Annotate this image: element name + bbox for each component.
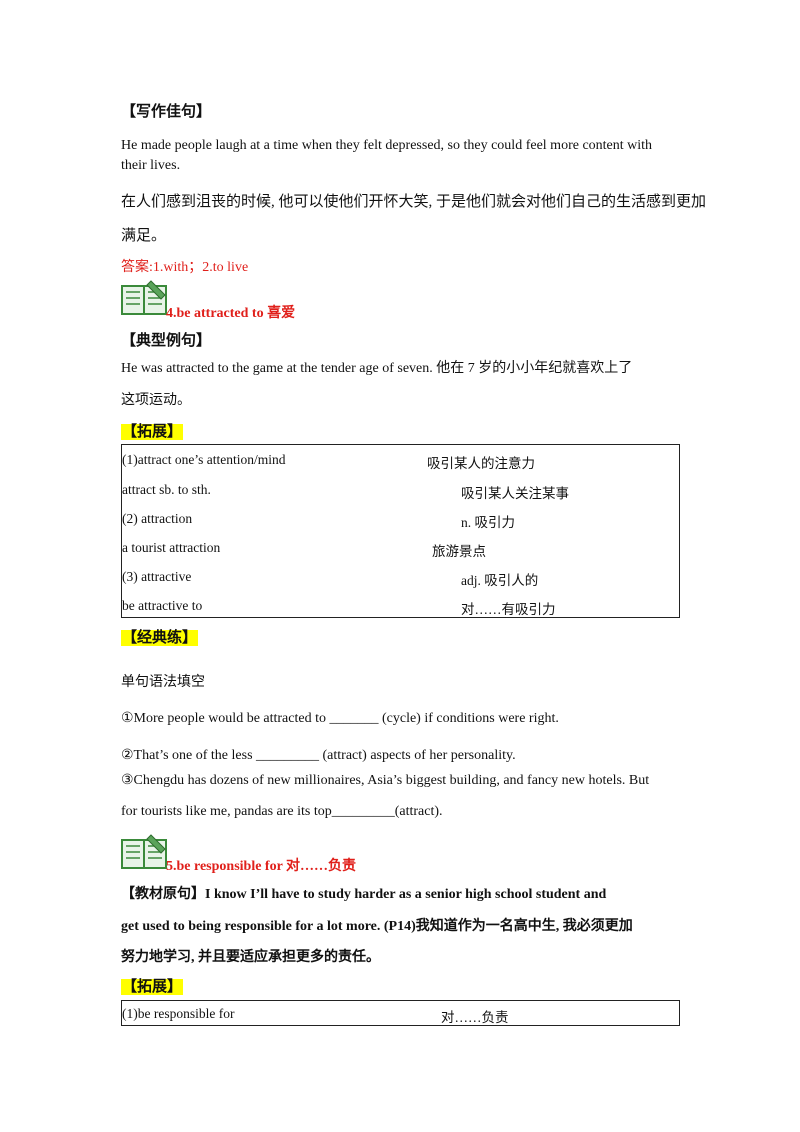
practice-title: 单句语法填空 [121,675,205,690]
example-line1: He was attracted to the game at the tend… [121,361,633,376]
question-3-line1: ③Chengdu has dozens of new millionaires,… [121,773,650,788]
book-pen-icon [121,834,167,869]
table-row-4-en: a tourist attraction [122,540,221,555]
question-2: ②That’s one of the less _________ (attra… [121,748,516,763]
example-line2: 这项运动。 [121,393,191,408]
table-row-3-en: (2) attraction [122,511,193,526]
book-pen-icon [121,280,167,315]
table-row-5-en: (3) attractive [122,569,192,584]
textbook-line1: 【教材原句】I know I’ll have to study harder a… [121,887,607,902]
textbook-line2: get used to being responsible for a lot … [121,919,633,934]
table-row-5-cn: adj. 吸引人的 [461,573,539,588]
table-row-1-cn: 吸引某人的注意力 [427,456,535,471]
table-row-2-en: attract sb. to sth. [122,482,211,497]
question-3-line2: for tourists like me, pandas are its top… [121,804,443,819]
sentence-cn-line2: 满足。 [121,228,167,244]
item5-title: 5.be responsible for 对……负责 [166,859,357,874]
table-row-1-en: (1)attract one’s attention/mind [122,452,286,467]
sentence-cn-line1: 在人们感到沮丧的时候, 他可以使他们开怀大笑, 于是他们就会对他们自己的生活感到… [121,194,707,210]
table-row-3-cn: n. 吸引力 [461,515,515,530]
table-row-6-cn: 对……有吸引力 [461,602,556,617]
question-1: ①More people would be attracted to _____… [121,711,559,726]
table-row-6-en: be attractive to [122,598,203,613]
table-row-2-cn: 吸引某人关注某事 [461,486,569,501]
table5-row-1-cn: 对……负责 [441,1010,509,1025]
practice-header: 【经典练】 [121,630,199,646]
table-row-4-cn: 旅游景点 [432,544,486,559]
example-header: 【典型例句】 [121,333,212,349]
responsible-table: (1)be responsible for 对……负责 [121,1000,680,1026]
attract-table: (1)attract one’s attention/mind 吸引某人的注意力… [121,444,680,618]
table5-row-1-en: (1)be responsible for [122,1006,235,1021]
extend-header-5: 【拓展】 [121,979,184,995]
sentence-en-line2: their lives. [121,158,181,173]
answer-text: 答案:1.with；2.to live [121,260,249,275]
item4-title: 4.be attracted to 喜爱 [166,306,296,321]
extend-header-4: 【拓展】 [121,424,184,440]
textbook-line3: 努力地学习, 并且要适应承担更多的责任。 [121,950,380,965]
sentence-en-line1: He made people laugh at a time when they… [121,138,653,153]
writing-header: 【写作佳句】 [121,104,212,120]
